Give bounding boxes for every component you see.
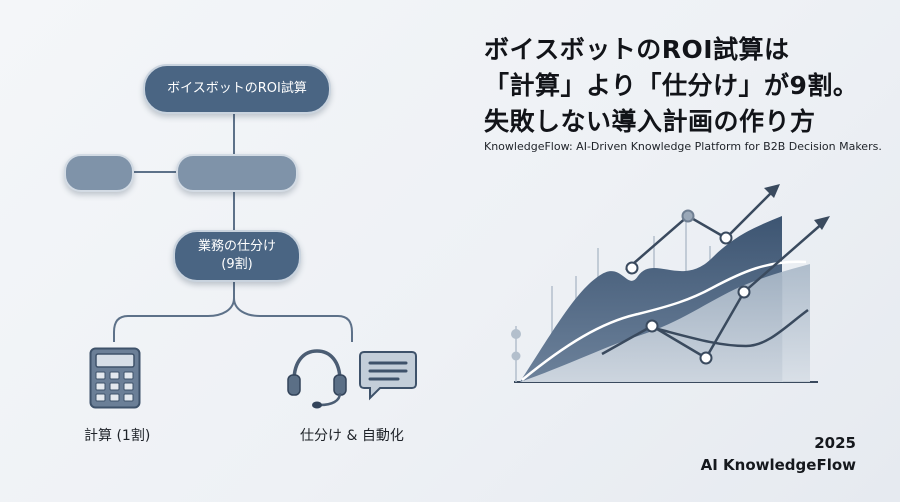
- headline-line1: ボイスボットのROI試算は: [484, 35, 790, 64]
- node-task-sorting: 業務の仕分け (9割): [173, 230, 301, 282]
- sorting-automation-label: 仕分け & 自動化: [300, 428, 404, 444]
- node-blank-right: [176, 154, 298, 192]
- headset-icon: [287, 349, 347, 409]
- connector: [130, 171, 178, 173]
- calculator-icon: [89, 347, 141, 409]
- footer-brand: AI KnowledgeFlow: [700, 456, 856, 474]
- connector: [233, 276, 235, 300]
- footer: 2025 AI KnowledgeFlow: [701, 432, 856, 476]
- branch-connector: [113, 297, 353, 342]
- node-roi-estimate: ボイスボットのROI試算: [143, 64, 331, 114]
- light-area: [520, 264, 810, 382]
- node-task-sorting-line1: 業務の仕分け: [197, 239, 276, 254]
- calculation-label: 計算 (1割): [84, 428, 151, 444]
- growth-chart-illustration: [511, 184, 830, 383]
- subtitle: KnowledgeFlow: AI-Driven Knowledge Platf…: [484, 140, 882, 153]
- node-blank-left: [64, 154, 134, 192]
- chat-bubble-icon: [359, 351, 417, 401]
- node-task-sorting-line2: (9割): [221, 257, 253, 272]
- footer-year: 2025: [814, 434, 856, 452]
- headline-line3: 失敗しない導入計画の作り方: [484, 107, 816, 136]
- headline-line2: 「計算」より「仕分け」が9割。: [484, 71, 859, 100]
- node-roi-estimate-label: ボイスボットのROI試算: [167, 81, 307, 96]
- headline: ボイスボットのROI試算は 「計算」より「仕分け」が9割。 失敗しない導入計画の…: [484, 32, 894, 140]
